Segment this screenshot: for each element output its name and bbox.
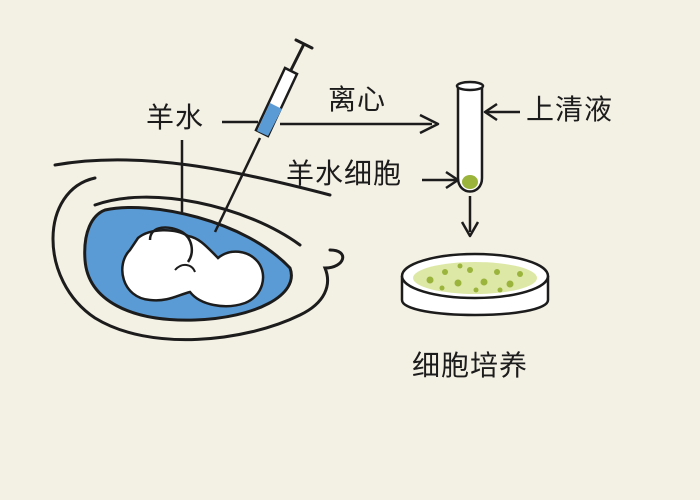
- test-tube-rim: [455, 80, 485, 92]
- label-amniotic-cells: 羊水细胞: [286, 157, 403, 190]
- test-tube-body: [456, 86, 484, 193]
- test-tube: [455, 80, 485, 193]
- uterus-body: [51, 176, 344, 342]
- syringe: [213, 38, 314, 233]
- label-supernatant: 上清液: [526, 93, 614, 126]
- petri-dish: [400, 252, 550, 317]
- amniotic-cells-arrow-head: [445, 170, 460, 190]
- embryo-limb: [174, 264, 196, 273]
- syringe-needle: [213, 137, 262, 233]
- syringe-plunger-handle: [294, 38, 314, 50]
- cell-sediment: [462, 175, 478, 189]
- culture-arrow-head: [460, 221, 480, 238]
- syringe-fluid: [257, 103, 282, 136]
- uterus-inner-wall: [93, 195, 302, 247]
- label-centrifuge: 离心: [328, 83, 387, 116]
- umbilical-cord: [148, 226, 194, 263]
- supernatant-arrow-head: [483, 102, 498, 122]
- uterus-outer-wall: [53, 158, 332, 197]
- label-cell-culture: 细胞培养: [412, 349, 529, 382]
- label-amniotic-fluid: 羊水: [146, 101, 205, 134]
- centrifuge-arrow-head: [419, 113, 440, 135]
- cultured-cells: [426, 263, 523, 293]
- syringe-plunger: [289, 43, 306, 71]
